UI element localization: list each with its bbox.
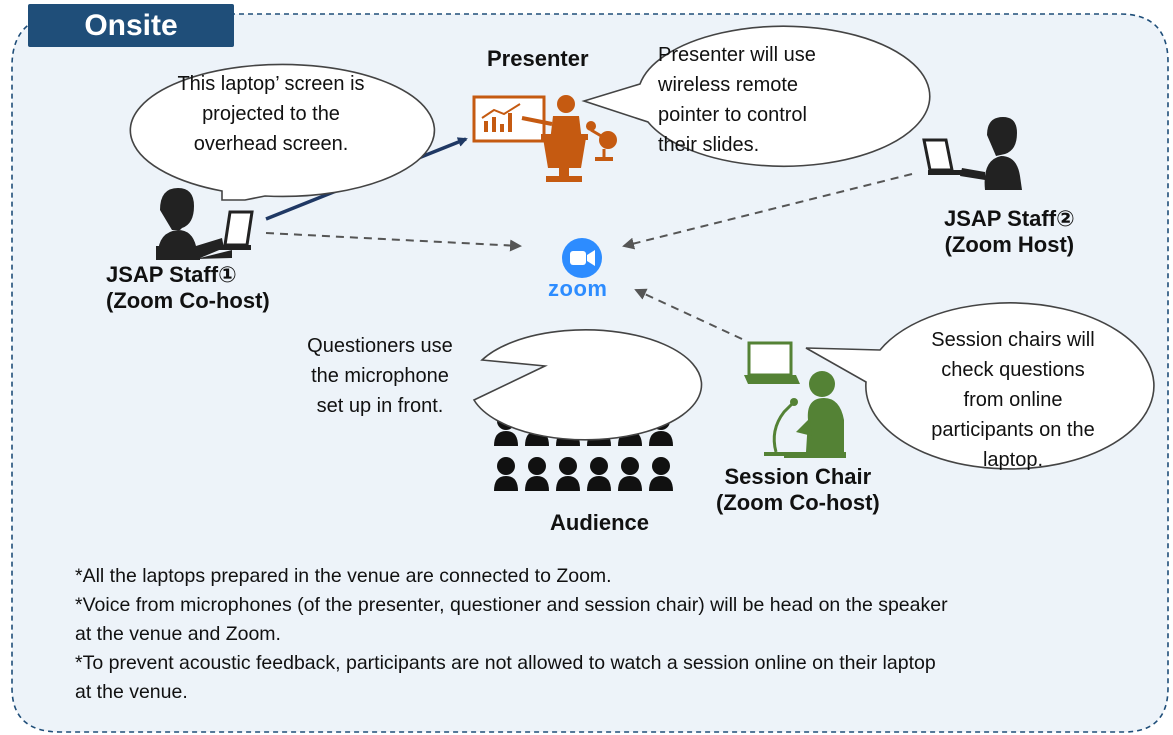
audience-member-body [556,476,580,491]
audience-member-body [618,476,642,491]
staff2-person-icon [960,117,1022,190]
bubble-line: their slides. [658,134,760,156]
audience-label: Audience [550,510,650,535]
note-line: *Voice from microphones (of the presente… [75,594,948,616]
bubble-line: laptop. [982,449,1044,471]
staff2-to-zoom-arrow [622,173,913,250]
bubble-line: participants on the [931,419,1095,441]
bubble-line: set up in front. [316,395,444,417]
staff1-label: JSAP Staff① (Zoom Co-host) [106,262,270,314]
audience-member-body [587,476,611,491]
audience-speech-bubble [472,329,703,441]
bubble-line: This laptop’ screen is [177,73,365,95]
bubble-line: Presenter will use [658,44,816,66]
presenter-label: Presenter [487,46,589,71]
presenter-icon [472,95,617,182]
bubble-line: check questions [941,359,1085,381]
staff2-label-line: JSAP Staff② [944,206,1075,231]
session-chair-label: Session Chair (Zoom Co-host) [716,464,880,516]
audience-member-body [494,431,518,446]
audience-member-body [494,476,518,491]
staff1-label-line: (Zoom Co-host) [106,288,270,313]
session-chair-label-line: Session Chair [724,464,872,489]
audience-member-icon [528,457,546,475]
staff1-bubble-text: This laptop’ screen is projected to the … [140,69,402,159]
audience-member-body [525,476,549,491]
note-line: at the venue and Zoom. [75,623,281,645]
zoom-logo-icon [562,238,602,278]
session-chair-speech-bubble [805,302,1155,470]
audience-member-icon [652,457,670,475]
bubble-line: pointer to control [658,104,807,126]
bubble-line: projected to the [202,103,340,125]
staff1-speech-bubble [129,63,436,201]
bubble-line: the microphone [311,365,449,387]
staff2-laptop-icon [922,138,968,175]
staff2-label-line: (Zoom Host) [944,232,1075,257]
staff1-to-zoom-arrow [265,232,522,252]
audience-member-icon [590,457,608,475]
notes: *All the laptops prepared in the venue a… [75,562,1135,707]
zoom-wordmark: zoom [548,276,608,301]
audience-member-body [649,431,673,446]
bubble-line: from online [963,389,1063,411]
presenter-bubble-text: Presenter will use wireless remote point… [658,40,878,160]
bubble-line: Session chairs will [931,329,1095,351]
section-tab: Onsite [28,4,234,47]
staff2-label: JSAP Staff② (Zoom Host) [944,206,1075,258]
bubble-line: overhead screen. [193,133,349,155]
session-chair-label-line: (Zoom Co-host) [716,490,880,515]
staff1-laptop-icon [206,210,254,250]
audience-bubble-text: Questioners use the microphone set up in… [280,331,480,421]
note-line: *To prevent acoustic feedback, participa… [75,652,936,674]
audience-member-icon [497,457,515,475]
audience-member-icon [621,457,639,475]
staff1-person-icon [156,188,232,260]
audience-member-icon [559,457,577,475]
session-chair-person-icon [764,371,846,458]
chair-to-zoom-arrow [634,288,743,340]
session-chair-laptop-icon [744,341,800,384]
bubble-line: wireless remote [658,74,799,96]
bubble-line: Questioners use [307,335,453,357]
note-line: *All the laptops prepared in the venue a… [75,565,612,587]
presenter-speech-bubble [581,25,931,167]
session-chair-bubble-text: Session chairs will check questions from… [896,325,1130,475]
staff1-label-line: JSAP Staff① [106,262,237,287]
note-line: at the venue. [75,681,188,703]
audience-member-body [649,476,673,491]
